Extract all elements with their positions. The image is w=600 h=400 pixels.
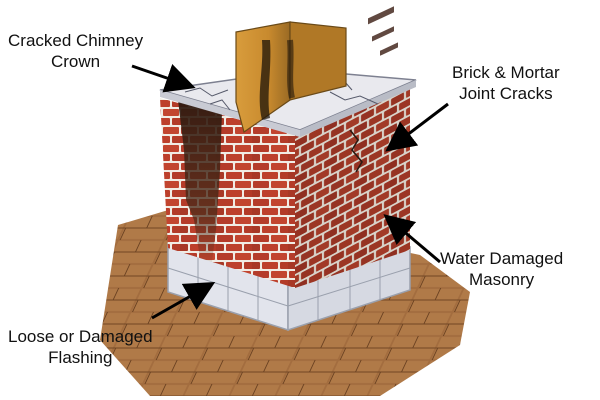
label-water-damage: Water Damaged Masonry bbox=[440, 248, 563, 290]
arrow-crown bbox=[131, 63, 196, 93]
mortar-joint-crack bbox=[349, 129, 363, 173]
label-cracked-crown: Cracked Chimney Crown bbox=[8, 30, 143, 72]
label-line: Brick & Mortar bbox=[452, 63, 560, 82]
label-line: Loose or Damaged bbox=[8, 327, 153, 346]
label-line: Flashing bbox=[48, 348, 113, 367]
label-line: Masonry bbox=[468, 270, 535, 289]
label-line: Cracked Chimney bbox=[8, 31, 144, 50]
arrow-water bbox=[383, 214, 441, 264]
label-line: Crown bbox=[50, 52, 101, 71]
label-line: Water Damaged bbox=[440, 249, 564, 268]
label-line: Joint Cracks bbox=[459, 84, 553, 103]
arrow-flashing bbox=[151, 282, 216, 320]
label-flashing: Loose or Damaged Flashing bbox=[8, 326, 153, 368]
water-damaged-bricks bbox=[368, 6, 398, 56]
arrow-joint bbox=[385, 102, 449, 152]
water-stain bbox=[178, 100, 222, 262]
label-joint-cracks: Brick & Mortar Joint Cracks bbox=[452, 62, 560, 104]
brick-side-face bbox=[295, 88, 410, 288]
